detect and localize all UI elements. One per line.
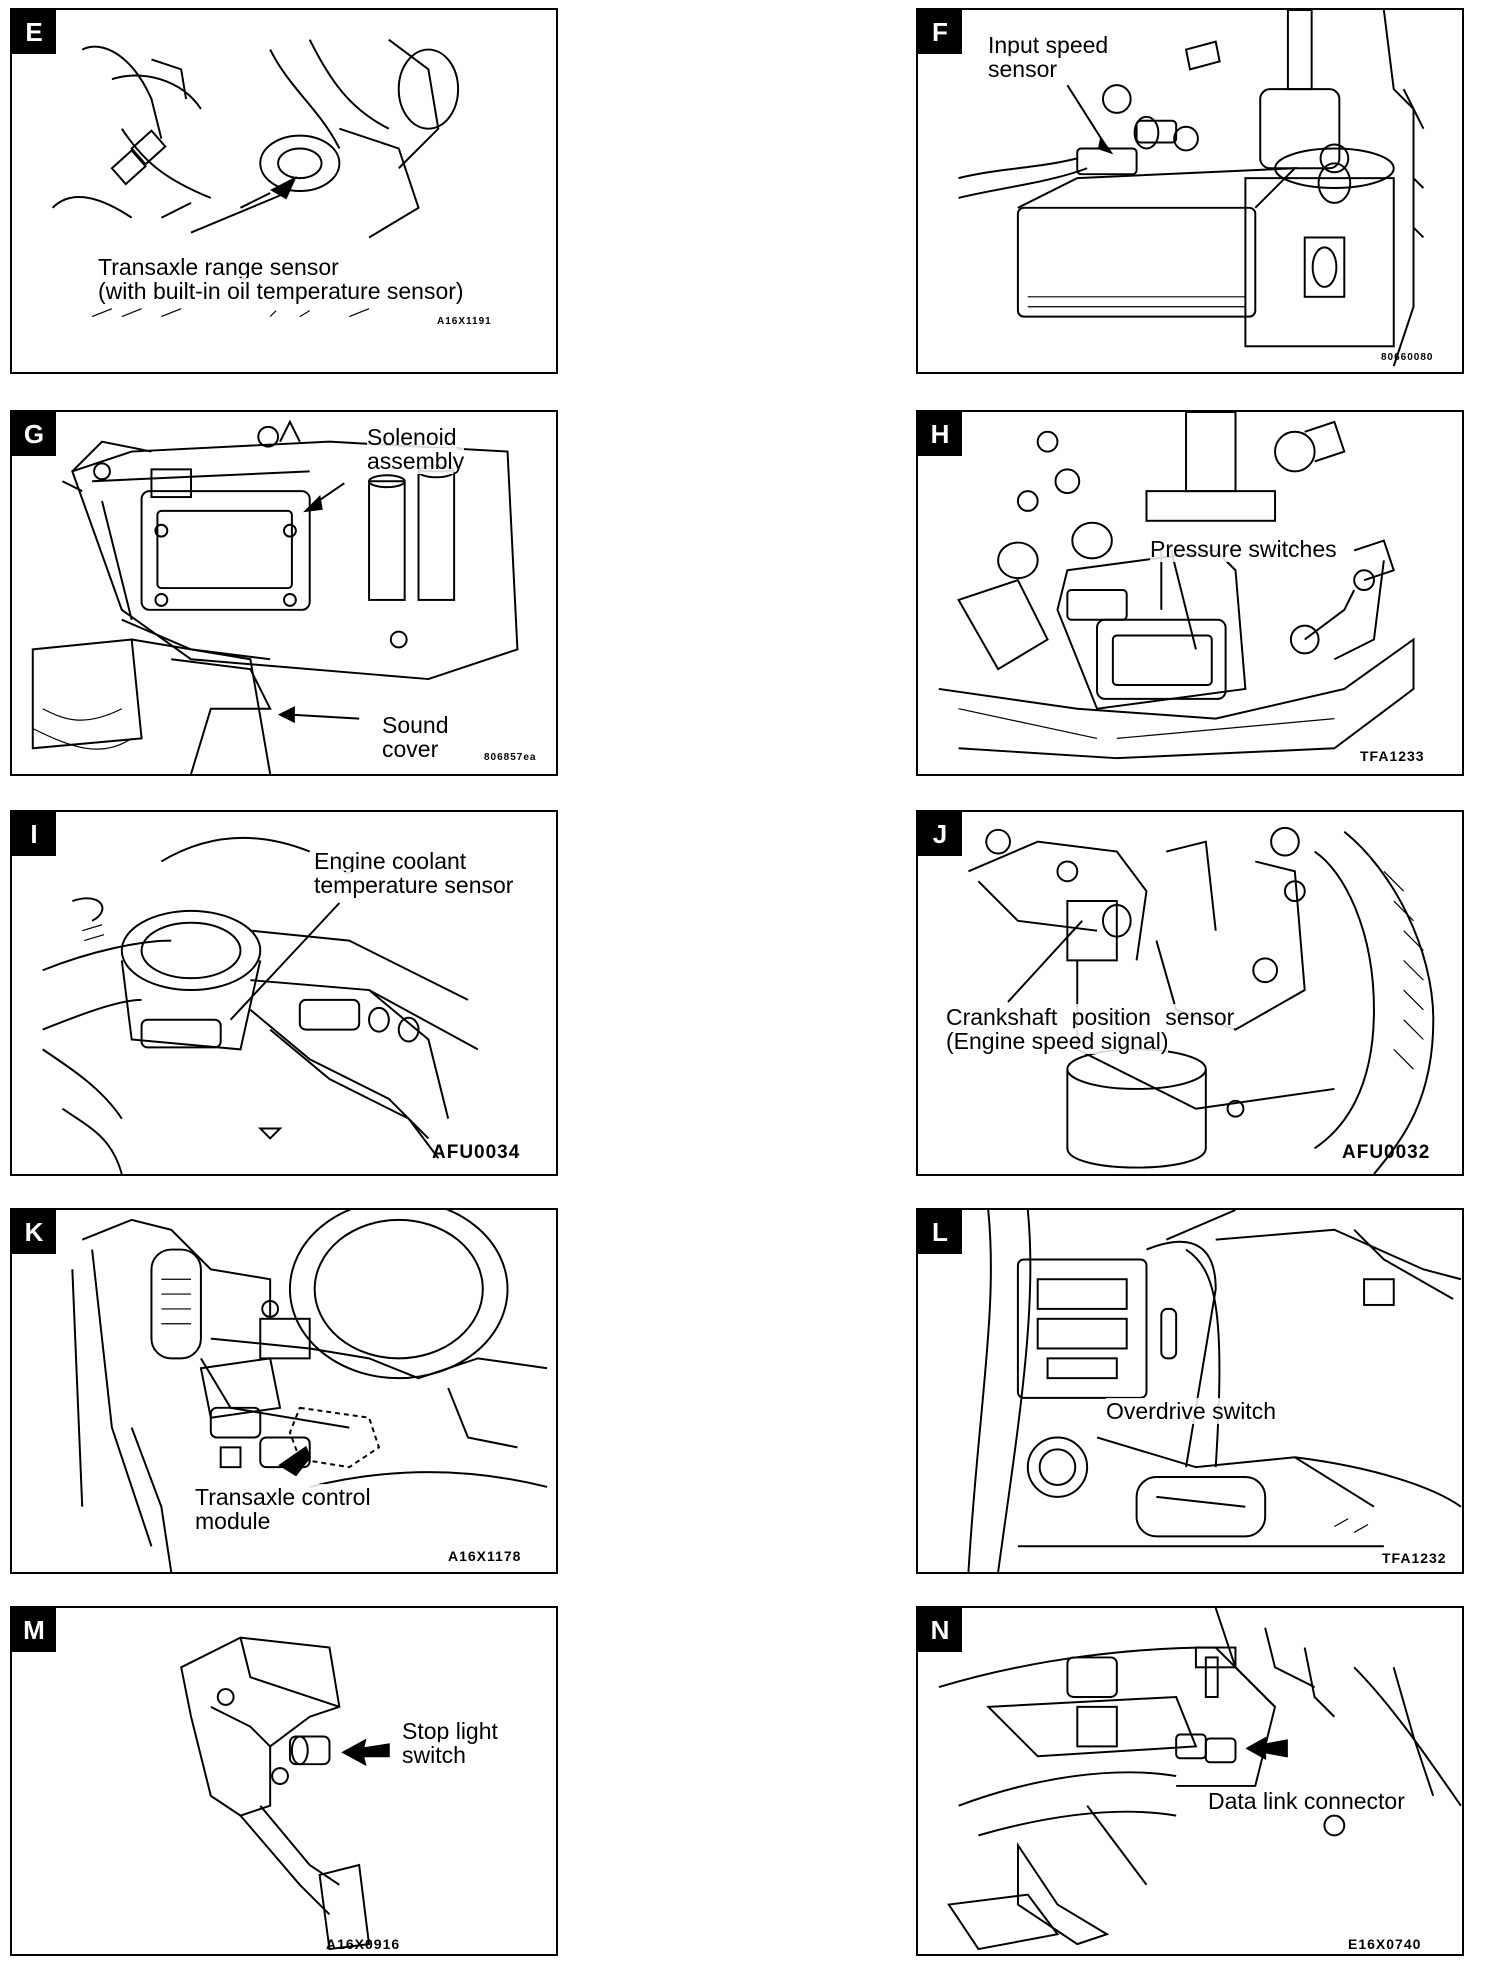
- stop-light-switch-label-line2: switch: [402, 1742, 466, 1768]
- panel-letter-badge: H: [918, 412, 962, 456]
- data-link-connector-illustration: [938, 1608, 1462, 1951]
- transaxle-range-sensor-illustration: [51, 38, 460, 318]
- figure-panel-k: Transaxle control module A16X1178 K: [10, 1208, 558, 1574]
- figure-panel-i: Engine coolant temperature sensor AFU003…: [10, 810, 558, 1176]
- sound-cover-label-line2: cover: [382, 736, 439, 762]
- panel-letter-badge: N: [918, 1608, 962, 1652]
- transaxle-range-sensor-label: Transaxle range sensor: [98, 254, 339, 280]
- figure-panel-h: Pressure switches TFA1233 H: [916, 410, 1464, 776]
- figure-code: 806857ea: [484, 752, 537, 763]
- figure-code: TFA1232: [1382, 1550, 1447, 1566]
- overdrive-switch-illustration: [967, 1210, 1462, 1572]
- engine-speed-signal-label: (Engine speed signal): [946, 1028, 1169, 1054]
- solenoid-assembly-label: Solenoid: [367, 424, 457, 450]
- figure-panel-e: Transaxle range sensor (with built-in oi…: [10, 8, 558, 374]
- figure-panel-m: Stop light switch A16X0916 M: [10, 1606, 558, 1956]
- input-speed-sensor-label-line2: sensor: [988, 56, 1058, 82]
- figure-code: AFU0034: [432, 1142, 521, 1163]
- panel-letter-badge: L: [918, 1210, 962, 1254]
- figure-code: 80660080: [1381, 352, 1434, 363]
- built-in-oil-temperature-sensor-label: (with built-in oil temperature sensor): [98, 278, 464, 304]
- figure-code: A16X1191: [437, 316, 492, 327]
- panel-letter-badge: E: [12, 10, 56, 54]
- figure-panel-l: Overdrive switch TFA1232 L: [916, 1208, 1464, 1574]
- engine-coolant-temperature-sensor-label-line2: temperature sensor: [314, 872, 514, 898]
- input-speed-sensor-label: Input speed: [988, 32, 1109, 58]
- overdrive-switch-label: Overdrive switch: [1106, 1398, 1276, 1424]
- panel-letter-badge: F: [918, 10, 962, 54]
- panel-letter-badge: I: [12, 812, 56, 856]
- figure-panel-f: Input speed sensor 80660080 F: [916, 8, 1464, 374]
- panel-letter-badge: M: [12, 1608, 56, 1652]
- transaxle-control-module-label: Transaxle control: [195, 1484, 371, 1510]
- input-speed-sensor-illustration: [958, 10, 1425, 367]
- crankshaft-position-sensor-label: Crankshaft position sensor: [946, 1004, 1235, 1030]
- figure-panel-n: Data link connector E16X0740 N: [916, 1606, 1464, 1956]
- figure-code: TFA1233: [1360, 748, 1425, 764]
- figure-code: A16X0916: [326, 1936, 401, 1952]
- transaxle-control-module-label-line2: module: [195, 1508, 271, 1534]
- panel-letter-badge: K: [12, 1210, 56, 1254]
- stop-light-switch-label: Stop light: [402, 1718, 498, 1744]
- engine-coolant-temperature-sensor-illustration: [42, 836, 479, 1174]
- figure-panel-j: Crankshaft position sensor (Engine speed…: [916, 810, 1464, 1176]
- engine-coolant-temperature-sensor-label: Engine coolant: [314, 848, 467, 874]
- sound-cover-label: Sound: [382, 712, 449, 738]
- solenoid-assembly-label-line2: assembly: [367, 448, 465, 474]
- solenoid-assembly-illustration: [31, 419, 519, 774]
- transaxle-control-module-illustration: [71, 1210, 548, 1572]
- panel-letter-badge: J: [918, 812, 962, 856]
- pressure-switches-illustration: [938, 412, 1415, 760]
- figure-panel-g: Solenoid assembly Sound cover 806857ea G: [10, 410, 558, 776]
- data-link-connector-label: Data link connector: [1208, 1788, 1405, 1814]
- panel-letter-badge: G: [12, 412, 56, 456]
- crankshaft-position-sensor-illustration: [968, 826, 1435, 1174]
- stop-light-switch-illustration: [180, 1636, 390, 1951]
- figure-code: A16X1178: [448, 1548, 522, 1564]
- figure-code: AFU0032: [1342, 1142, 1431, 1163]
- pressure-switches-label: Pressure switches: [1150, 536, 1337, 562]
- figure-code: E16X0740: [1348, 1936, 1422, 1952]
